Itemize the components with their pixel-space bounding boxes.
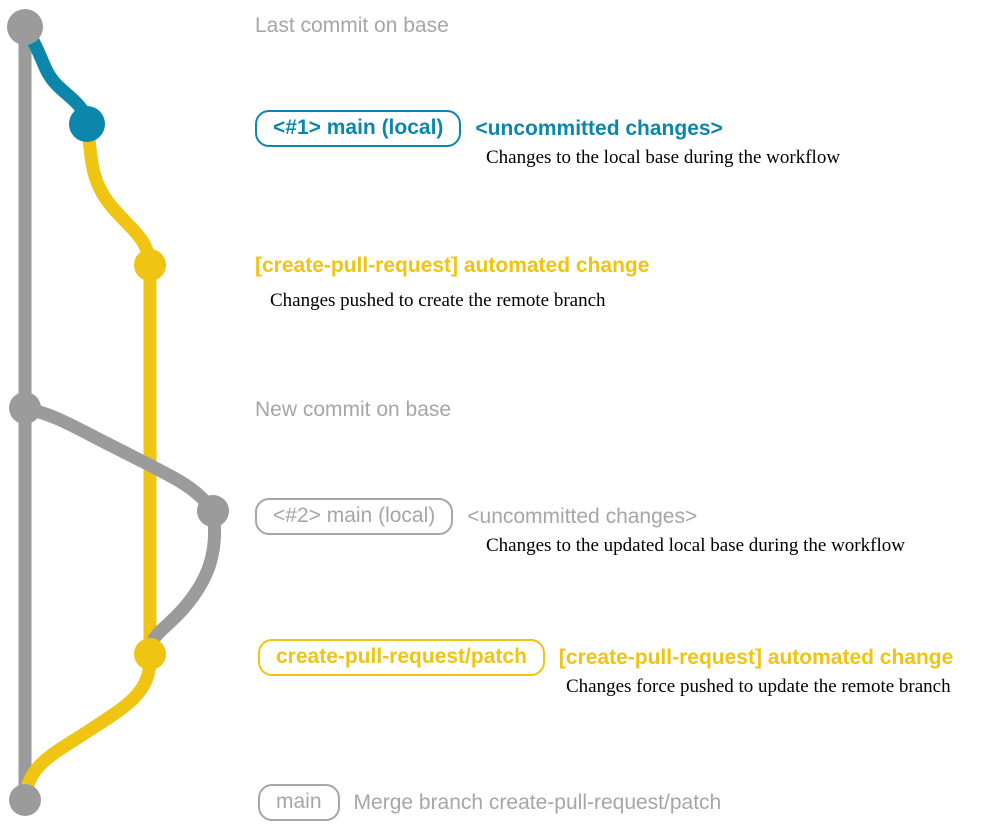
- spacer: [545, 657, 559, 658]
- spacer: [340, 802, 354, 803]
- commit-node-local-commit-1[interactable]: [69, 106, 105, 142]
- commit-subject: Last commit on base: [255, 14, 449, 37]
- commit-node-automated-change-2[interactable]: [134, 638, 166, 670]
- branch-badge-main-local-1[interactable]: <#1> main (local): [255, 110, 462, 147]
- commit-description-automated-change-2: Changes force pushed to update the remot…: [566, 676, 951, 697]
- branch-badge-create-pull-request-patch[interactable]: create-pull-request/patch: [258, 639, 545, 676]
- commit-node-merge-commit[interactable]: [9, 784, 41, 816]
- commit-row-automated-change-2: create-pull-request/patch [create-pull-r…: [258, 639, 953, 676]
- commit-node-local-commit-2[interactable]: [197, 495, 229, 527]
- local-to-patch-line: [143, 504, 222, 661]
- spacer: [461, 128, 475, 129]
- commit-row-automated-change-1: [create-pull-request] automated change: [255, 255, 649, 276]
- commit-row-merge-commit: main Merge branch create-pull-request/pa…: [258, 784, 721, 821]
- commit-subject: [create-pull-request] automated change: [255, 254, 650, 277]
- commit-subject: New commit on base: [255, 398, 452, 421]
- commit-row-new-commit-on-base: New commit on base: [255, 399, 451, 420]
- commit-description-automated-change-1: Changes pushed to create the remote bran…: [270, 290, 606, 311]
- local-branch-line-2: [18, 401, 220, 518]
- commit-node-automated-change-1[interactable]: [134, 249, 166, 281]
- spacer: [453, 516, 467, 517]
- branch-badge-main[interactable]: main: [258, 784, 340, 821]
- commit-node-new-commit-on-base[interactable]: [9, 392, 41, 424]
- commit-row-local-commit-2: <#2> main (local) <uncommitted changes>: [255, 498, 697, 535]
- merge-line: [18, 647, 157, 807]
- commit-subject: Merge branch create-pull-request/patch: [353, 791, 722, 814]
- commit-row-last-commit-on-base: Last commit on base: [255, 15, 449, 36]
- branch-badge-main-local-2[interactable]: <#2> main (local): [255, 498, 454, 535]
- commit-subject: [create-pull-request] automated change: [558, 646, 954, 669]
- commit-subject: <uncommitted changes>: [467, 505, 698, 528]
- commit-row-local-commit-1: <#1> main (local) <uncommitted changes>: [255, 110, 723, 147]
- commit-subject: <uncommitted changes>: [475, 117, 723, 140]
- commit-description-local-commit-2: Changes to the updated local base during…: [486, 535, 905, 556]
- commit-description-local-commit-1: Changes to the local base during the wor…: [486, 147, 841, 168]
- patch-branch-line-1: [80, 117, 157, 272]
- commit-node-last-commit-on-base[interactable]: [7, 9, 43, 45]
